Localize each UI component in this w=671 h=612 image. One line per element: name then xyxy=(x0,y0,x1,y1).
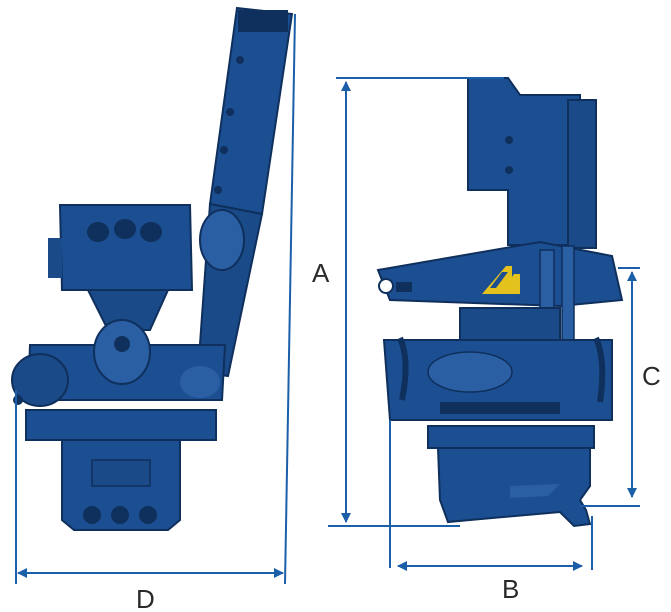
upper-housing xyxy=(467,77,581,246)
side-view-machine xyxy=(376,77,624,528)
dimension-label-c: C xyxy=(642,361,661,391)
dimension-label-a: A xyxy=(312,258,330,288)
dimension-d-extension-right xyxy=(284,13,296,585)
front-view-machine xyxy=(11,6,294,531)
dimension-label-b: B xyxy=(502,574,519,604)
base-plate xyxy=(25,409,217,441)
dimension-label-d: D xyxy=(136,584,155,612)
rotator-head xyxy=(58,204,194,291)
brand-logo xyxy=(482,266,520,294)
dimension-lines xyxy=(15,13,640,585)
arm-upper xyxy=(208,6,294,216)
